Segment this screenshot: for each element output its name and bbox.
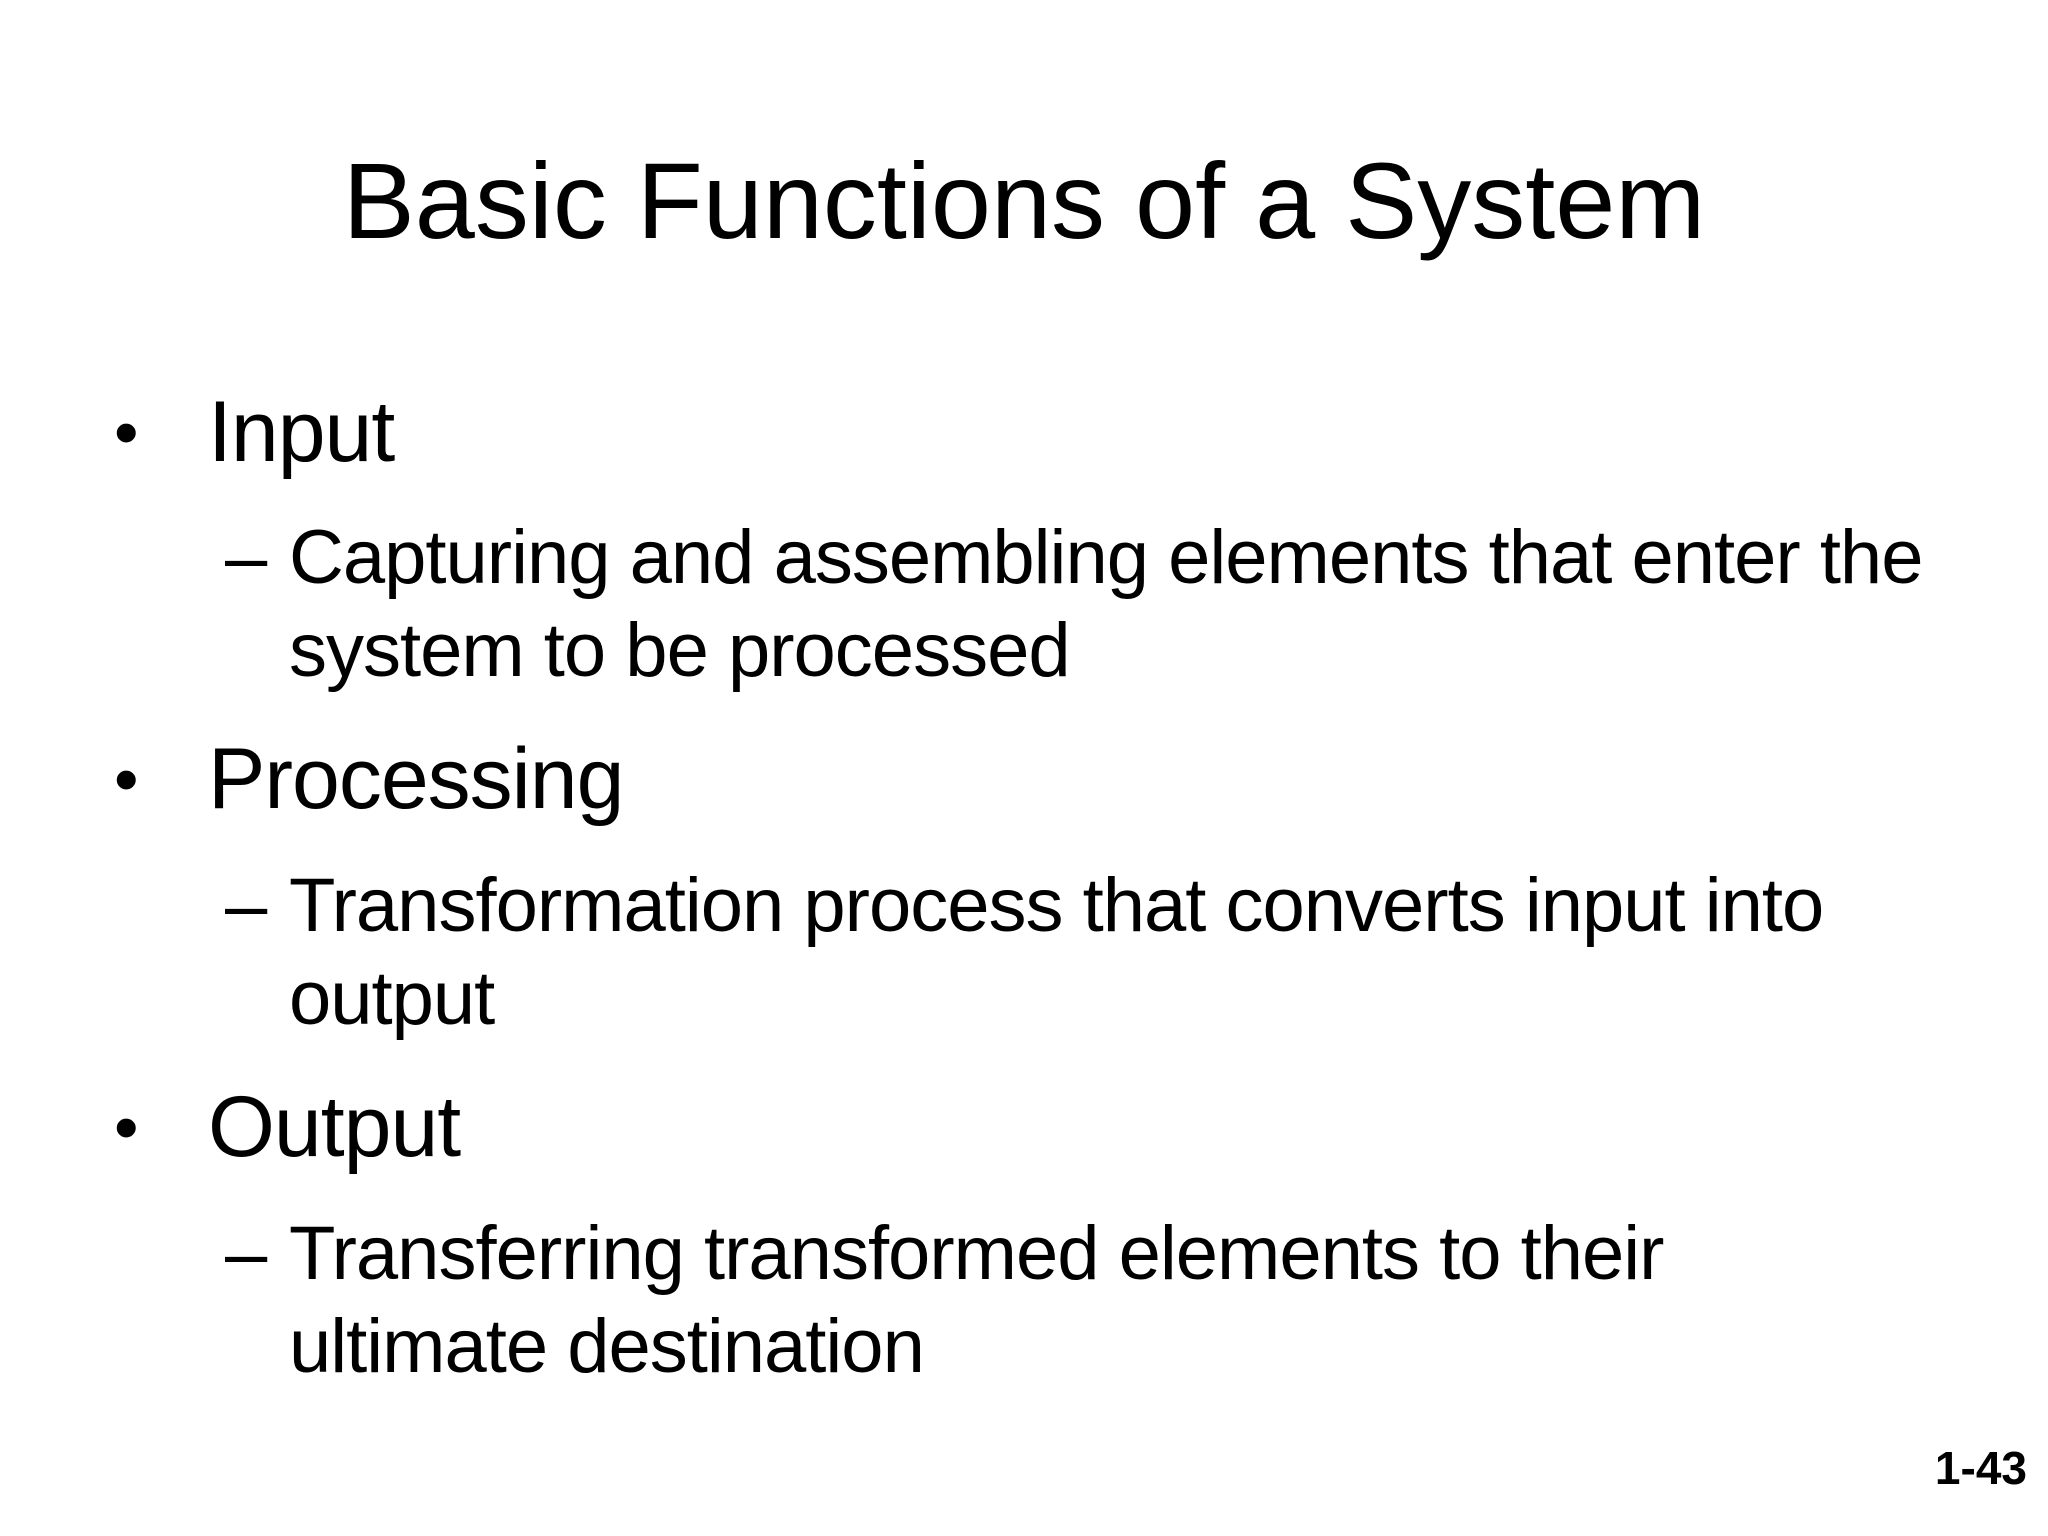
sub-bullet-line: Transferring transformed elements to the… <box>289 1211 1664 1296</box>
dash-icon: – <box>225 863 267 948</box>
bullet-dot-icon: • <box>114 740 138 818</box>
sub-bullet-output: – Transferring transformed elements to t… <box>225 1207 1664 1393</box>
sub-bullet-line: ultimate destination <box>289 1304 925 1389</box>
slide-title: Basic Functions of a System <box>342 140 1706 261</box>
dash-icon: – <box>225 515 267 600</box>
dash-icon: – <box>225 1211 267 1296</box>
bullet-label-input: Input <box>208 384 395 480</box>
bullet-dot-icon: • <box>114 1088 138 1166</box>
sub-bullet-input: – Capturing and assembling elements that… <box>225 511 1923 697</box>
sub-bullet-line: system to be processed <box>289 608 1071 693</box>
sub-bullet-line: Capturing and assembling elements that e… <box>289 515 1923 600</box>
sub-bullet-text: Transferring transformed elements to the… <box>289 1207 1664 1393</box>
bullet-label-processing: Processing <box>208 731 624 827</box>
page-number: 1-43 <box>1934 1442 2027 1494</box>
sub-bullet-text: Capturing and assembling elements that e… <box>289 511 1923 697</box>
bullet-label-output: Output <box>208 1079 461 1175</box>
bullet-dot-icon: • <box>114 393 138 471</box>
sub-bullet-processing: – Transformation process that converts i… <box>225 859 1824 1045</box>
sub-bullet-line: Transformation process that converts inp… <box>289 863 1824 948</box>
sub-bullet-text: Transformation process that converts inp… <box>289 859 1824 1045</box>
sub-bullet-line: output <box>289 956 495 1041</box>
